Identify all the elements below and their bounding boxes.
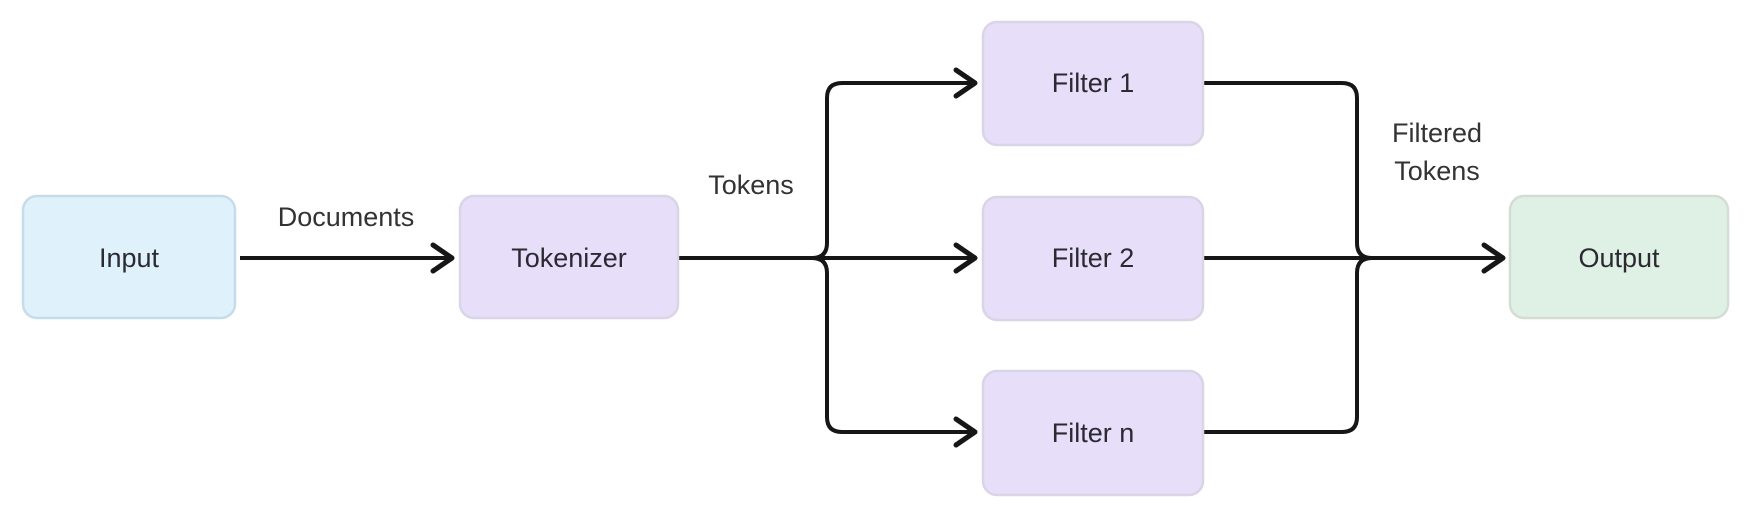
filter2-node-box: [981, 195, 1205, 322]
filter1-node-box: [981, 20, 1205, 147]
input-node-label: Input: [99, 243, 160, 273]
filter2-node-label: Filter 2: [1052, 243, 1135, 273]
arrowhead-filtern: [953, 416, 978, 448]
edge-label-tokens: Tokens: [708, 170, 794, 200]
filtern-node-box: [981, 369, 1205, 497]
output-node-box: [1508, 194, 1730, 320]
tokenizer-node-box: [458, 194, 680, 320]
arrowhead-tokenizer: [430, 242, 455, 274]
edge-label-filtered-tokens-line2: Tokens: [1394, 156, 1480, 186]
arrowhead-filter1: [953, 67, 978, 99]
node-input: Input: [21, 194, 237, 320]
edge-filtern-output: [1203, 256, 1499, 434]
filter1-node-label: Filter 1: [1052, 68, 1135, 98]
input-node-box: [21, 194, 237, 320]
edge-label-documents: Documents: [278, 202, 415, 232]
output-node-label: Output: [1578, 243, 1660, 273]
node-filtern: Filter n: [981, 369, 1205, 497]
arrowhead-filter2: [953, 242, 978, 274]
node-filter2: Filter 2: [981, 195, 1205, 322]
node-tokenizer: Tokenizer: [458, 194, 680, 320]
edge-labels: Documents Tokens Filtered Tokens: [278, 118, 1482, 232]
edges: [240, 67, 1506, 448]
node-filter1: Filter 1: [981, 20, 1205, 147]
tokenizer-node-label: Tokenizer: [511, 243, 627, 273]
node-output: Output: [1508, 194, 1730, 320]
edge-tokenizer-filtern: [678, 256, 971, 434]
filtern-node-label: Filter n: [1052, 418, 1135, 448]
arrowhead-output: [1481, 242, 1506, 274]
edge-label-filtered-tokens-line1: Filtered: [1392, 118, 1482, 148]
